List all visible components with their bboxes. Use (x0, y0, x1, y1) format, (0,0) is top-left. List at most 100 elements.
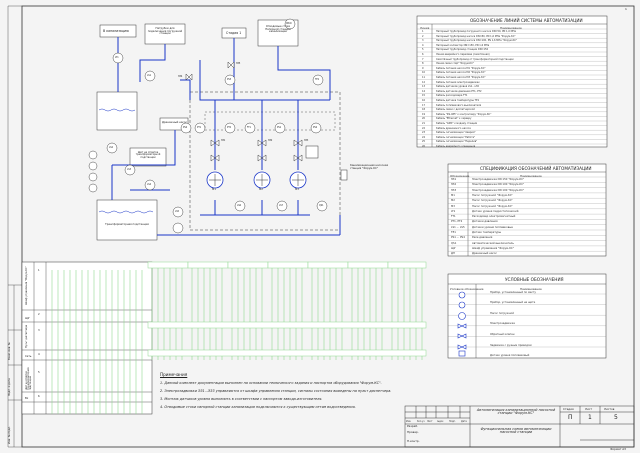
table-lines-row-name: Кабель датчиков давления PT1, PT2 (436, 89, 482, 93)
table-codes-row-code: FT1 (451, 215, 456, 219)
tag-ps3: PS3 (227, 78, 232, 81)
table-codes-row-name: Автоматический выключатель (472, 241, 514, 245)
table-codes-row-code: QS1 (451, 241, 457, 245)
table-codes-row-name: Насос погружной "Форум-КС" (472, 199, 513, 203)
table-lines-row-name: Линия связи с ЩУ "Форум-КС" (436, 62, 475, 66)
sheet-name: Функциональная схема автоматизации насос… (480, 427, 552, 435)
grid-code-6: 6 (38, 395, 40, 398)
tag-ls1: LS1 (147, 74, 151, 77)
table-codes-title: СПЕЦИФИКАЦИЯ ОБОЗНАЧЕНИЙ АВТОМАТИЗАЦИИ (480, 166, 592, 171)
tag-ls7: LS7 (279, 204, 283, 207)
table-codes-row-code: ДН (451, 252, 455, 256)
table-lines-row-name: Кабель питания насоса М1 "Форум-КС" (436, 66, 486, 70)
side-label-inv: Инв. № подл. (8, 426, 11, 444)
table-codes-row-code: LS1 ... LS5 (451, 225, 465, 229)
station-label: Канализационная насосная станция "Форум-… (350, 164, 389, 170)
table-lines-row-num: 22 (422, 126, 426, 130)
title-block-col-header: №док (437, 419, 444, 423)
table-codes-row-code: PS1 ... PS4 (451, 236, 465, 240)
table-lines-row-name: Напорный трубопровод станции DN=150 (436, 48, 489, 52)
tag-ls4: LS4 (147, 183, 151, 186)
drainage-tank (96, 91, 138, 131)
title-block-col-header: Подп. (449, 419, 456, 423)
table-lines-row-num: 25 (422, 140, 426, 144)
tank-label: Трансформаторная подстанция (105, 223, 149, 226)
grid-code-2: 2 (38, 313, 40, 316)
table-lines-col-name: Наименование (500, 25, 522, 30)
table-lines-row-name: Напорный трубопровод погружного насоса D… (436, 30, 516, 33)
role-developer: Разраб. (407, 424, 418, 428)
flow-tag: ФКО (286, 22, 292, 25)
table-lines-row-name: Кабель "RS-485" к контроллеру "Форум-КС" (436, 112, 492, 116)
table-lines-row-num: 11 (422, 76, 426, 79)
table-lines-row-name: Кабель питания электрозадвижек (436, 80, 480, 84)
table-lines-row-num: 9 (422, 66, 424, 70)
table-codes-row-code: ЩУ (451, 246, 456, 250)
table-lines-row-name: Напорный трубопровод насоса DN=80, PN 1,… (436, 34, 516, 38)
table-lines-row-name: Кабель расходомера FT1 (436, 94, 468, 98)
grid-row-label-in: Вх (25, 397, 29, 400)
title-block-col-header: Лист (427, 419, 433, 423)
table-codes-row-name: Электрозадвижка DN 150 "Форум-КС" (472, 178, 525, 181)
title-block-col-header: Дата (461, 419, 467, 423)
tag-ez5: ЭЗ5 (236, 62, 241, 65)
tag-m1: M1 (212, 188, 216, 191)
table-codes-col-name: Наименование (520, 173, 542, 178)
table-lines-row-num: 15 (422, 94, 426, 98)
box-outflow-label: Отводимые стоки Напорной станции канализ… (265, 25, 291, 34)
table-legend-col-name: Наименование (520, 287, 542, 291)
table-codes-row-code: М1 (451, 193, 455, 197)
table-legend-row-name: Обратный клапан (490, 332, 515, 336)
table-codes-row-name: Датчик температуры (472, 231, 502, 234)
table-codes-row-name: Электрозадвижка DN 100 "Форум-КС" (472, 188, 525, 192)
grid-row-label-shield: Щит на отметке трансформаторной подстанц… (25, 367, 33, 390)
table-lines-row-name: Линия аварийного перелива (самотёчная) (436, 53, 490, 56)
note-4: 4. Отводимые стоки напорной станции кана… (160, 405, 356, 409)
grid-row-label-shu: ЩУ (25, 317, 30, 320)
tag-m2: M2 (259, 188, 263, 191)
box-sewer-label: В канализацию (103, 29, 129, 33)
table-lines-row-name: Самотёчный трубопровод от трансформаторн… (436, 57, 514, 61)
table-lines-row-name: Кабель сигнализации "Авария" (436, 131, 476, 135)
tag-ez4: ЭЗ4 (178, 75, 183, 78)
table-codes-row-name: Насос погружной "Форум-КС" (472, 204, 513, 208)
table-lines-row-num: 8 (422, 62, 424, 66)
sheets-value: 5 (614, 414, 618, 421)
table-codes-row-code: ЭЗ3 (451, 188, 457, 192)
table-codes-row-name: Дренажный насос (472, 252, 497, 256)
signal-grid (21, 261, 153, 415)
stage-value: П (568, 414, 573, 421)
table-codes-row-name: Шкаф управления "Форум-КС" (472, 246, 514, 250)
tag-ps1: PS1 (277, 126, 282, 129)
tag-ez1: ЭЗ1 (221, 139, 226, 142)
table-lines-row-name: Кабель сигнализации "Работа" (436, 135, 476, 139)
table-lines-row-name: Кабель "GSM" к модему станции (436, 122, 478, 125)
head-sheet: Лист (585, 407, 593, 411)
station-enclosure (189, 91, 341, 231)
table-lines-row-name: Кабель датчиков уровня LS1…LS5 (436, 85, 480, 89)
instrument-bubbles (88, 18, 328, 234)
table-lines-row-num: 7 (422, 57, 424, 61)
tag-pt1: PT1 (197, 126, 202, 129)
table-lines-row-num: 5 (422, 48, 424, 52)
grid-code-3: 3 (38, 329, 40, 332)
table-codes-row-name: Датчики давления (472, 220, 498, 224)
tag-te1: TE1 (315, 78, 320, 81)
table-lines-row-name: Кабель сигнализации "Перелив" (436, 140, 478, 144)
box-stage1-label: Стадия 1 (226, 31, 242, 35)
table-legend-title: УСЛОВНЫЕ ОБОЗНАЧЕНИЯ (505, 277, 564, 282)
table-legend-row-name: Прибор, установленный на щите (490, 301, 536, 305)
table-lines-row-name: Кабель дренажного насоса (436, 126, 471, 130)
grid-row-label-cabinet: Шкаф управления "Форум-КС" (25, 266, 28, 305)
box-pump-nozzles-label: Патрубки для подключения погружной станц… (147, 27, 183, 36)
table-lines-row-num: 24 (422, 135, 426, 139)
table-lines-row-num: 21 (422, 122, 426, 125)
table-legend-row-name: Датчик уровня поплавковый (490, 354, 530, 358)
table-codes-row-code: PT1, PT2 (451, 220, 463, 224)
title-block-col-header: Изм. (406, 419, 412, 423)
table-lines-row-num: 3 (422, 39, 424, 43)
table-legend-col-symbol: Условное обозначение (450, 287, 484, 291)
table-lines-row-name: Кабель поплавкового выключателя (436, 103, 482, 107)
table-lines-row-num: 26 (422, 145, 426, 148)
